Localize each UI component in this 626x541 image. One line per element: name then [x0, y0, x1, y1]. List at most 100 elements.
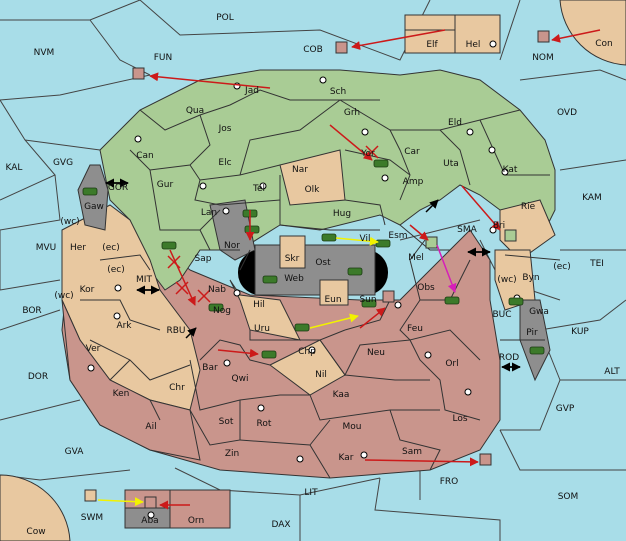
- label-bri: Bri: [493, 221, 505, 231]
- label-olk: Olk: [305, 185, 321, 195]
- fleet-mel[interactable]: [425, 236, 438, 249]
- label-sam: Sam: [402, 447, 422, 457]
- label-feu: Feu: [407, 324, 423, 334]
- army-byn[interactable]: [508, 297, 524, 306]
- label-sot: Sot: [219, 417, 234, 427]
- label-jos: Jos: [218, 124, 232, 134]
- label-rie: Rie: [521, 202, 536, 212]
- army-nog[interactable]: [208, 303, 224, 312]
- label-eun: Eun: [324, 295, 341, 305]
- label-obs: Obs: [417, 283, 435, 293]
- fleet-bri[interactable]: [504, 229, 517, 242]
- label-nom: NOM: [532, 53, 554, 63]
- label-rod: ROD: [499, 353, 519, 363]
- failed-move-markers: [167, 145, 379, 303]
- army-esm[interactable]: [375, 239, 391, 248]
- label-dor: DOR: [28, 372, 48, 382]
- label-pir: Pir: [526, 328, 538, 338]
- province-rie-bri[interactable]: [499, 199, 556, 261]
- tan-province-labels: Nar Olk Bri Rie Her Kor Ark Nab Hil Chr …: [26, 39, 612, 537]
- green-province-labels: Jad Sch Qua Jos Grh Eld Can Yor Car Uta …: [136, 86, 518, 264]
- label-coast-wc-byn: (wc): [497, 275, 516, 285]
- label-skr: Skr: [285, 254, 300, 264]
- label-chp: Chp: [298, 347, 316, 357]
- sea-labels: POL NVM FUN COB NOM OVD KAL GVG GOR KAM …: [6, 13, 621, 530]
- army-ost[interactable]: [347, 267, 363, 276]
- army-pir[interactable]: [529, 346, 545, 355]
- province-con[interactable]: [559, 0, 626, 66]
- army-chp[interactable]: [261, 350, 277, 359]
- label-alt: ALT: [604, 367, 620, 377]
- army-uru[interactable]: [294, 323, 310, 332]
- army-yor[interactable]: [373, 159, 389, 168]
- label-ail: Ail: [145, 422, 156, 432]
- army-web[interactable]: [262, 275, 278, 284]
- army-nor-2[interactable]: [244, 225, 260, 234]
- label-nor: Nor: [224, 241, 240, 251]
- army-units[interactable]: [82, 159, 545, 359]
- label-gor: GOR: [108, 183, 128, 193]
- label-coast-wc-her: (wc): [60, 217, 79, 227]
- label-hug: Hug: [333, 209, 351, 219]
- label-kat: Kat: [503, 165, 518, 175]
- label-ark: Ark: [116, 321, 132, 331]
- province-gaw[interactable]: [77, 164, 109, 231]
- fleet-units[interactable]: [84, 30, 550, 509]
- label-rbu: RBU: [166, 326, 185, 336]
- army-gaw[interactable]: [82, 187, 98, 196]
- fleet-swm[interactable]: [84, 489, 97, 502]
- label-web: Web: [284, 274, 304, 284]
- label-gvp: GVP: [556, 404, 575, 414]
- province-borders: [80, 89, 561, 479]
- army-sun[interactable]: [361, 299, 377, 308]
- label-nil: Nil: [315, 370, 327, 380]
- fleet-fun[interactable]: [132, 67, 145, 80]
- label-mit: MIT: [136, 275, 152, 285]
- fleet-aba[interactable]: [144, 496, 157, 509]
- label-coast-ec-kor: (ec): [107, 265, 125, 275]
- label-mvu: MVU: [36, 243, 57, 253]
- label-nab: Nab: [208, 285, 226, 295]
- label-coast-ec-byn: (ec): [553, 262, 571, 272]
- army-vil[interactable]: [321, 233, 337, 242]
- label-ken: Ken: [113, 389, 130, 399]
- label-aba: Aba: [141, 516, 158, 526]
- label-gaw: Gaw: [84, 202, 104, 212]
- label-amp: Amp: [403, 177, 424, 187]
- label-buc: BUC: [492, 310, 511, 320]
- label-swm: SWM: [81, 513, 103, 523]
- fleet-nom[interactable]: [537, 30, 550, 43]
- label-qwi: Qwi: [232, 374, 249, 384]
- label-uru: Uru: [254, 324, 270, 334]
- army-sap[interactable]: [161, 241, 177, 250]
- label-coast-wc-kor: (wc): [54, 291, 73, 301]
- label-nvm: NVM: [34, 48, 55, 58]
- canal-arrows: [105, 178, 521, 372]
- army-obs[interactable]: [444, 296, 460, 305]
- label-orl: Orl: [445, 359, 458, 369]
- label-kaa: Kaa: [333, 390, 350, 400]
- label-kar: Kar: [339, 453, 354, 463]
- label-orn: Orn: [188, 516, 204, 526]
- label-neu: Neu: [367, 348, 385, 358]
- fleet-sun[interactable]: [382, 290, 395, 303]
- label-sun: Sun: [359, 295, 376, 305]
- province-cow[interactable]: [0, 474, 71, 541]
- province-elf-hel-island[interactable]: [404, 14, 501, 54]
- label-gvg: GVG: [53, 158, 73, 168]
- label-hel: Hel: [466, 40, 481, 50]
- label-nar: Nar: [292, 165, 308, 175]
- label-kal: KAL: [6, 163, 23, 173]
- label-chr: Chr: [169, 383, 185, 393]
- continent-red-west[interactable]: [61, 299, 201, 461]
- province-skr[interactable]: [279, 235, 306, 269]
- fleet-cob[interactable]: [335, 41, 348, 54]
- fleet-fro[interactable]: [479, 453, 492, 466]
- label-jad: Jad: [244, 86, 259, 96]
- label-con: Con: [595, 39, 613, 49]
- label-gwa: Gwa: [529, 307, 549, 317]
- label-bar: Bar: [202, 363, 218, 373]
- province-eun[interactable]: [319, 279, 349, 306]
